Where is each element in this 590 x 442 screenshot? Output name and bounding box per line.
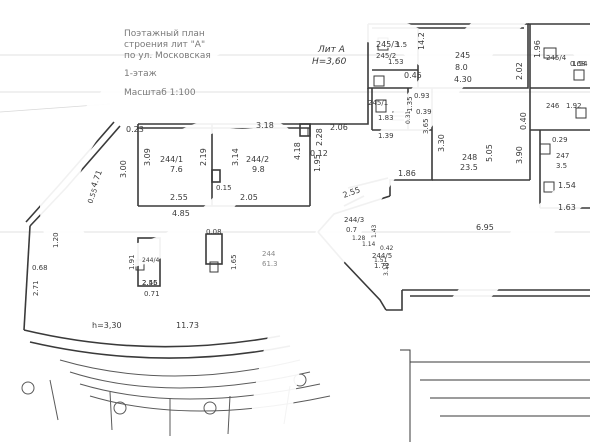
dim-label: 3.65 <box>422 118 430 134</box>
plan-scale: Масштаб 1:100 <box>124 88 196 98</box>
dim-label: 14.2 <box>417 32 426 50</box>
dim-label: 1.28 <box>352 235 366 242</box>
dim-label: 0.12 <box>310 149 328 158</box>
room-area-244-2: 9.8 <box>252 165 265 174</box>
dim-label: 0.15 <box>216 184 232 192</box>
dim-label: 0.08 <box>206 228 222 236</box>
dim-label: 0.42 <box>380 245 394 252</box>
dim-label: 3.30 <box>437 134 446 152</box>
room-num-245: 245 <box>455 51 470 60</box>
dim-label: 1.86 <box>398 169 416 178</box>
room-num-245-1: 245/1 <box>368 99 388 107</box>
labels: Поэтажный план строения лит "А" по ул. М… <box>32 29 588 330</box>
room-area-244-4: 2.45 <box>142 279 158 287</box>
room-area-244: 61.3 <box>262 260 278 268</box>
room-num-247: 247 <box>556 152 569 160</box>
room-num-244: 244 <box>262 250 276 258</box>
plan-title-line2: строения лит "А" <box>124 40 205 50</box>
dim-label: 0.71 <box>144 290 160 298</box>
plan-title-line1: Поэтажный план <box>124 29 205 39</box>
dim-label: 2.55 <box>170 193 188 202</box>
dim-label: 1.63 <box>558 203 576 212</box>
dim-label: 2.06 <box>330 123 348 132</box>
room-area-248: 23.5 <box>460 163 478 172</box>
room-area-245-4: 1.54 <box>572 60 588 68</box>
dim-label: 2.56 <box>142 279 158 287</box>
dim-label: 3.09 <box>143 148 152 166</box>
dim-label: 1.14 <box>362 241 376 248</box>
room-num-244-5: 244/5 <box>372 252 392 260</box>
dim-label: 2.05 <box>240 193 258 202</box>
room-num-248: 248 <box>462 153 477 162</box>
room-area-246: 1.92 <box>566 102 582 110</box>
room-area-245: 8.0 <box>455 63 468 72</box>
room-area-245-1: 1.83 <box>378 114 394 122</box>
ceiling-label: h=3,30 <box>92 321 122 330</box>
height-label: H=3,60 <box>312 57 347 67</box>
dim-label: 5.05 <box>485 144 494 162</box>
dim-label: 1.39 <box>378 132 394 140</box>
dim-label: 3.00 <box>119 160 128 178</box>
dim-label: 0.31 <box>405 110 412 124</box>
dim-label: 1.91 <box>128 254 136 270</box>
dim-label: 4.85 <box>172 209 190 218</box>
dim-label: 11.73 <box>176 321 199 330</box>
dim-label: 6.95 <box>476 223 494 232</box>
dim-label: 3.14 <box>231 148 240 166</box>
dim-label: 0.68 <box>570 60 586 68</box>
dim-label: 1.43 <box>371 224 378 238</box>
dim-label: 1.95 <box>313 154 322 172</box>
dim-label: 0.45 <box>404 71 422 80</box>
dim-label: 1.65 <box>230 254 238 270</box>
dim-label: 4.30 <box>454 75 472 84</box>
dim-label: 3.18 <box>256 121 274 130</box>
dim-label: 2.28 <box>315 128 324 146</box>
dim-label: 0.29 <box>552 136 568 144</box>
dim-label: 3.18 <box>383 262 390 276</box>
dim-label: 0.23 <box>126 125 144 134</box>
room-num-245-3: 245/3 <box>376 40 399 49</box>
room-area-245-2: 1.53 <box>388 58 404 66</box>
room-num-244-4: 244/4 <box>142 257 159 264</box>
room-area-244-3: 0.7 <box>346 226 357 234</box>
room-area-245-3: 1.5 <box>396 41 407 49</box>
room-area-247: 3.5 <box>556 162 567 170</box>
room-area-244-5: 1.72 <box>374 262 390 270</box>
dim-label: 1.20 <box>52 232 60 248</box>
dim-label: 2.02 <box>515 62 524 80</box>
room-num-244-1: 244/1 <box>160 155 183 164</box>
watermark-logo <box>40 0 590 442</box>
room-num-245-4: 245/4 <box>546 54 567 62</box>
dim-label: 1.96 <box>533 40 542 58</box>
bottom-right-steps <box>400 349 590 442</box>
room-area-244-1: 7.6 <box>170 165 183 174</box>
dim-label: 0.93 <box>414 92 430 100</box>
dim-label: 2.19 <box>199 148 208 166</box>
dim-label: 1.51 <box>374 257 388 264</box>
dim-label: 2.71 <box>32 280 40 296</box>
dim-label: 0.39 <box>416 108 432 116</box>
dim-label: 1.54 <box>558 181 576 190</box>
dim-label: 1.35 <box>406 96 414 112</box>
room-num-245-2: 245/2 <box>376 52 396 60</box>
room-num-244-3: 244/3 <box>344 216 364 224</box>
dim-label: 0.40 <box>519 112 528 130</box>
plan-floor: 1-этаж <box>124 69 157 79</box>
lit-label: Лит А <box>317 45 345 55</box>
room-num-244-2: 244/2 <box>246 155 269 164</box>
room-num-246: 246 <box>546 102 560 110</box>
plan-title-line3: по ул. Московская <box>124 51 211 61</box>
dim-label: 4.18 <box>293 142 302 160</box>
dim-label: 0.68 <box>32 264 48 272</box>
dim-label: 3.90 <box>515 146 524 164</box>
